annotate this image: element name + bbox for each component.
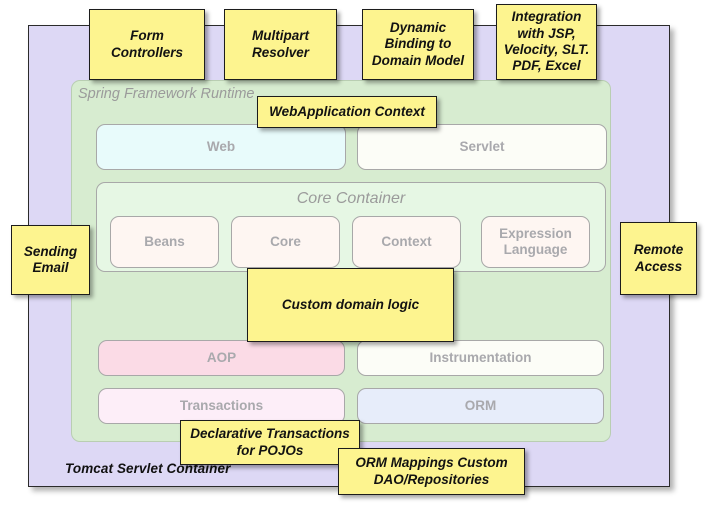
- module-instrumentation: Instrumentation: [357, 340, 604, 376]
- module-context: Context: [352, 216, 461, 268]
- module-aop: AOP: [98, 340, 345, 376]
- callout-integration: Integration with JSP, Velocity, SLT. PDF…: [496, 4, 597, 80]
- module-orm: ORM: [357, 388, 604, 424]
- callout-form-controllers: Form Controllers: [89, 9, 205, 80]
- callout-sending-email: Sending Email: [11, 225, 90, 295]
- module-servlet: Servlet: [357, 124, 607, 170]
- callout-remote-access: Remote Access: [620, 222, 697, 295]
- module-web: Web: [96, 124, 346, 170]
- callout-custom-domain-logic: Custom domain logic: [247, 268, 454, 342]
- callout-dynamic-binding: Dynamic Binding to Domain Model: [362, 9, 474, 80]
- callout-multipart-resolver: Multipart Resolver: [224, 9, 337, 80]
- spring-framework-runtime-label: Spring Framework Runtime: [78, 86, 255, 102]
- module-expression-language: Expression Language: [481, 216, 590, 268]
- callout-webapplication-context: WebApplication Context: [257, 96, 437, 128]
- callout-orm-mappings: ORM Mappings Custom DAO/Repositories: [338, 448, 525, 495]
- module-transactions: Transactions: [98, 388, 345, 424]
- module-beans: Beans: [110, 216, 219, 268]
- core-container-label: Core Container: [296, 190, 406, 207]
- module-core: Core: [231, 216, 340, 268]
- callout-declarative-transactions: Declarative Transactions for POJOs: [180, 420, 360, 465]
